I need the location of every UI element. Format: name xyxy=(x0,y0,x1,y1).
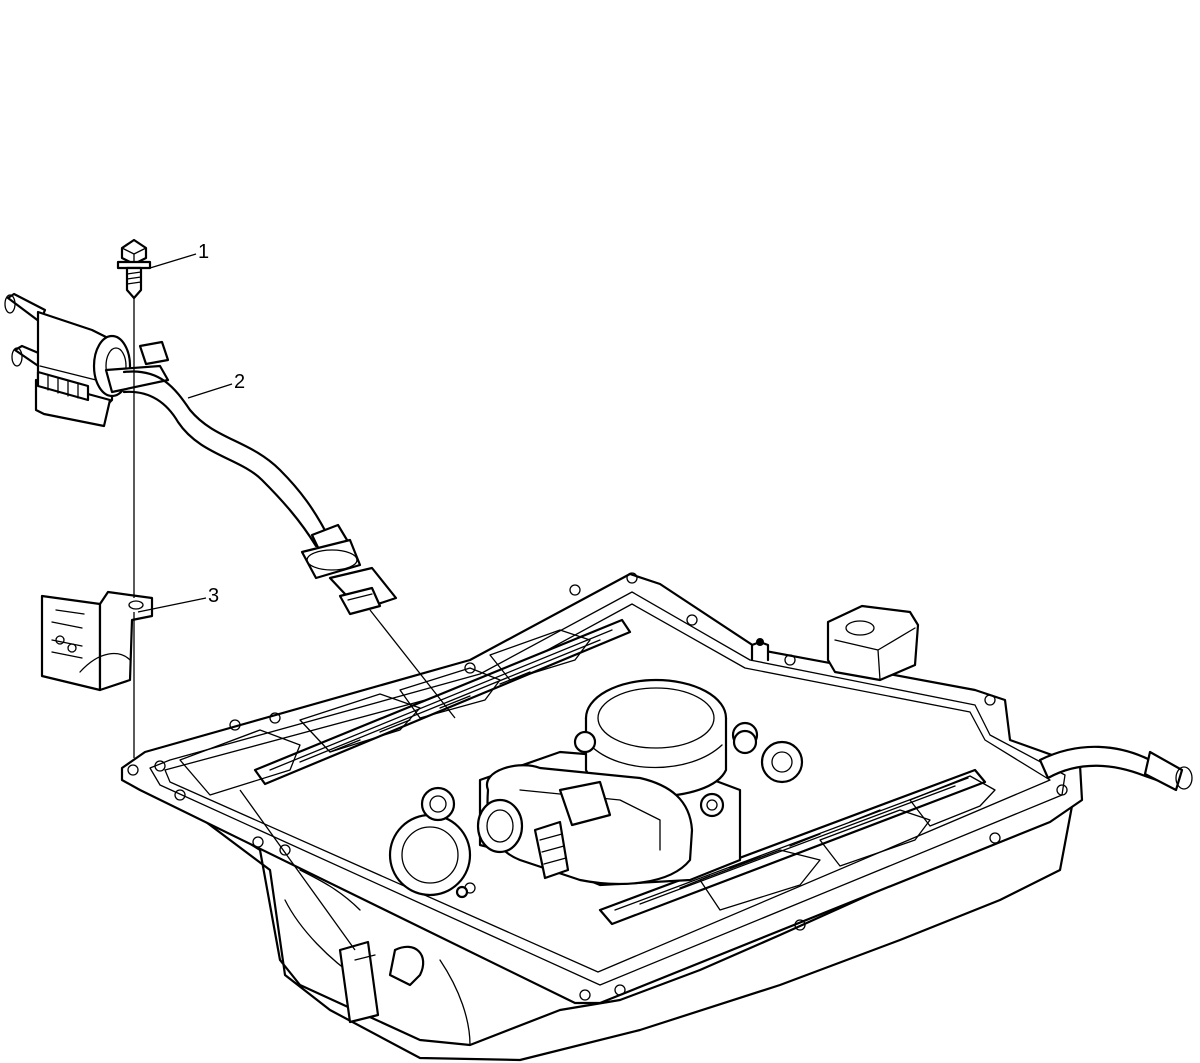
callout-3: 3 xyxy=(208,585,220,607)
alignment-lines xyxy=(133,298,456,951)
purge-solenoid-valve xyxy=(4,292,170,428)
callout-2: 2 xyxy=(234,371,246,393)
callout-leaders xyxy=(137,253,233,613)
evap-purge-pipe xyxy=(122,370,398,616)
callout-1: 1 xyxy=(198,241,210,263)
throttle-body xyxy=(476,678,758,887)
mounting-bracket xyxy=(40,590,154,692)
bolt xyxy=(116,238,152,300)
